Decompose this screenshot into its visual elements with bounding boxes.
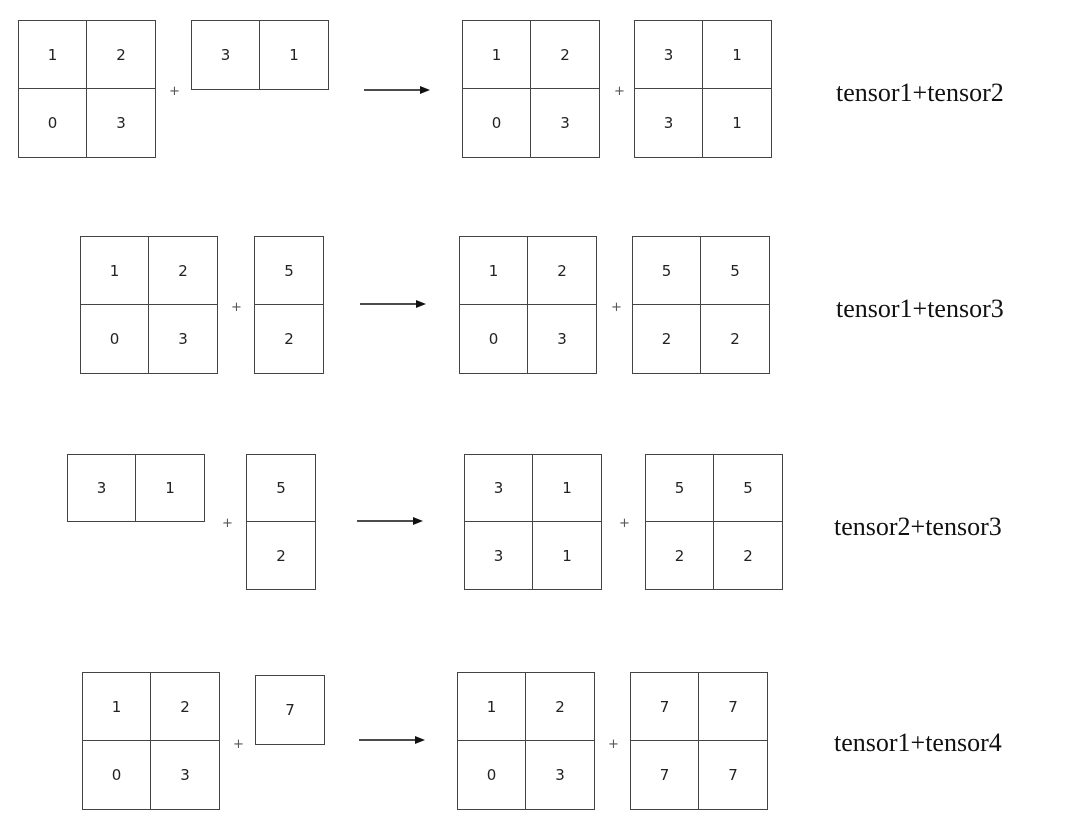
tensor-cell: 1 [458,673,526,741]
tensor-cell: 7 [285,701,295,719]
row4-label: tensor1+tensor4 [834,728,1002,757]
row1-arrow-icon [364,86,430,94]
tensor-cell: 0 [83,741,151,809]
tensor-cell: 7 [631,673,699,741]
tensor-cell: 2 [528,237,596,305]
tensor-cell: 3 [560,114,570,132]
row2-arrow-icon [360,300,426,308]
tensor-cell: 3 [555,766,565,784]
row4-arrow-icon [359,736,425,744]
tensor-cell: 0 [463,89,531,157]
tensor-cell: 7 [699,673,767,741]
row2-label: tensor1+tensor3 [836,294,1004,323]
tensor-cell: 3 [635,89,703,157]
tensor-cell: 3 [178,330,188,348]
row3-label: tensor2+tensor3 [834,512,1002,541]
tensor-cell: 3 [465,455,533,522]
tensor-cell: 3 [192,21,260,89]
tensor-cell: 2 [531,21,599,89]
row2-plus-right: + [611,300,622,315]
tensor-cell: 5 [646,455,714,522]
tensor-cell: 0 [81,305,149,373]
row4-plus-left: + [233,737,244,752]
tensor-cell: 1 [289,46,299,64]
tensor-cell: 5 [633,237,701,305]
tensor-cell: 1 [81,237,149,305]
tensor-cell: 5 [247,455,315,522]
tensor-cell: 2 [276,546,286,565]
tensor-cell: 3 [635,21,703,89]
tensor-cell: 2 [526,673,594,741]
tensor-cell: 1 [533,455,601,522]
row2-plus-left: + [231,300,242,315]
row3-plus-right: + [619,516,630,531]
tensor-cell: 2 [149,237,217,305]
tensor-cell: 0 [19,89,87,157]
tensor-cell: 3 [557,330,567,348]
tensor-cell: 3 [116,114,126,132]
tensor-cell: 1 [19,21,87,89]
row3-arrow-icon [357,517,423,525]
tensor-cell: 0 [458,741,526,809]
tensor-cell: 2 [743,546,753,565]
tensor-cell: 1 [562,546,572,565]
tensor-cell: 2 [284,330,294,348]
tensor-cell: 5 [255,237,323,305]
tensor-cell: 1 [463,21,531,89]
tensor-cell: 2 [151,673,219,741]
row4-left-b-grid: 7 [255,675,325,745]
row1-plus-right: + [614,84,625,99]
tensor-cell: 5 [701,237,769,305]
tensor-cell: 2 [730,330,740,348]
tensor-cell: 2 [87,21,155,89]
tensor-cell: 3 [68,455,136,521]
tensor-cell: 0 [460,305,528,373]
tensor-cell: 1 [83,673,151,741]
row3-plus-left: + [222,516,233,531]
tensor-cell: 7 [631,741,699,809]
tensor-cell: 2 [646,522,714,589]
tensor-cell: 3 [465,522,533,589]
tensor-cell: 5 [714,455,782,522]
row4-plus-right: + [608,737,619,752]
row1-plus-left: + [169,84,180,99]
tensor-cell: 7 [728,766,738,784]
row1-label: tensor1+tensor2 [836,78,1004,107]
tensor-cell: 1 [703,21,771,89]
tensor-cell: 2 [633,305,701,373]
tensor-cell: 1 [732,114,742,132]
tensor-cell: 1 [460,237,528,305]
tensor-cell: 1 [165,479,175,497]
tensor-cell: 3 [180,766,190,784]
